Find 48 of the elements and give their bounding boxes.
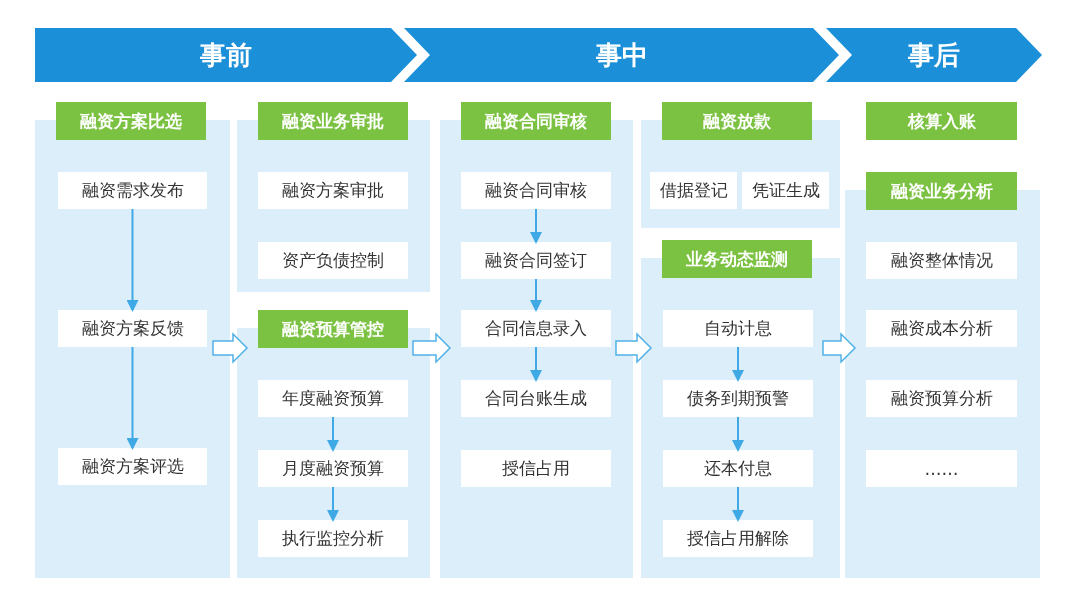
column-header: 融资方案比选 [56, 102, 206, 140]
step-box: 债务到期预警 [663, 380, 813, 417]
block-arrow [615, 332, 653, 364]
step-box: 授信占用 [461, 450, 611, 487]
step-box: 合同台账生成 [461, 380, 611, 417]
block-arrow [412, 332, 452, 364]
step-box: 融资方案反馈 [58, 310, 207, 347]
step-box: 融资整体情况 [866, 242, 1017, 279]
step-box: 还本付息 [663, 450, 813, 487]
step-box: 融资方案评选 [58, 448, 207, 485]
column-header: 融资业务分析 [866, 172, 1017, 210]
arrow [530, 208, 542, 244]
step-box: 资产负债控制 [258, 242, 408, 279]
step-box: 融资需求发布 [58, 172, 207, 209]
step-box: …… [866, 450, 1017, 487]
arrow [327, 486, 339, 522]
step-box: 执行监控分析 [258, 520, 408, 557]
arrow [732, 486, 744, 522]
arrow [732, 346, 744, 382]
step-box: 凭证生成 [742, 172, 829, 209]
step-box: 融资合同审核 [461, 172, 611, 209]
arrow [126, 208, 139, 312]
column-header: 融资业务审批 [258, 102, 408, 140]
column-header: 融资放款 [662, 102, 812, 140]
column-header: 业务动态监测 [662, 240, 812, 278]
step-box: 自动计息 [663, 310, 813, 347]
step-box: 融资合同签订 [461, 242, 611, 279]
phase-label: 事后 [908, 38, 960, 72]
block-arrow [822, 332, 857, 364]
step-box: 月度融资预算 [258, 450, 408, 487]
column-header: 核算入账 [866, 102, 1017, 140]
step-box: 授信占用解除 [663, 520, 813, 557]
step-box: 融资方案审批 [258, 172, 408, 209]
arrow [530, 346, 542, 382]
phase-label: 事前 [200, 38, 252, 72]
step-box: 年度融资预算 [258, 380, 408, 417]
arrow [530, 278, 542, 312]
block-arrow [212, 332, 249, 364]
step-box: 借据登记 [650, 172, 737, 209]
step-box: 融资成本分析 [866, 310, 1017, 347]
arrow [126, 346, 139, 450]
column-header: 融资合同审核 [461, 102, 611, 140]
step-box: 合同信息录入 [461, 310, 611, 347]
arrow [732, 416, 744, 452]
arrow [327, 416, 339, 452]
column-header: 融资预算管控 [258, 310, 408, 348]
step-box: 融资预算分析 [866, 380, 1017, 417]
phase-label: 事中 [595, 38, 648, 72]
